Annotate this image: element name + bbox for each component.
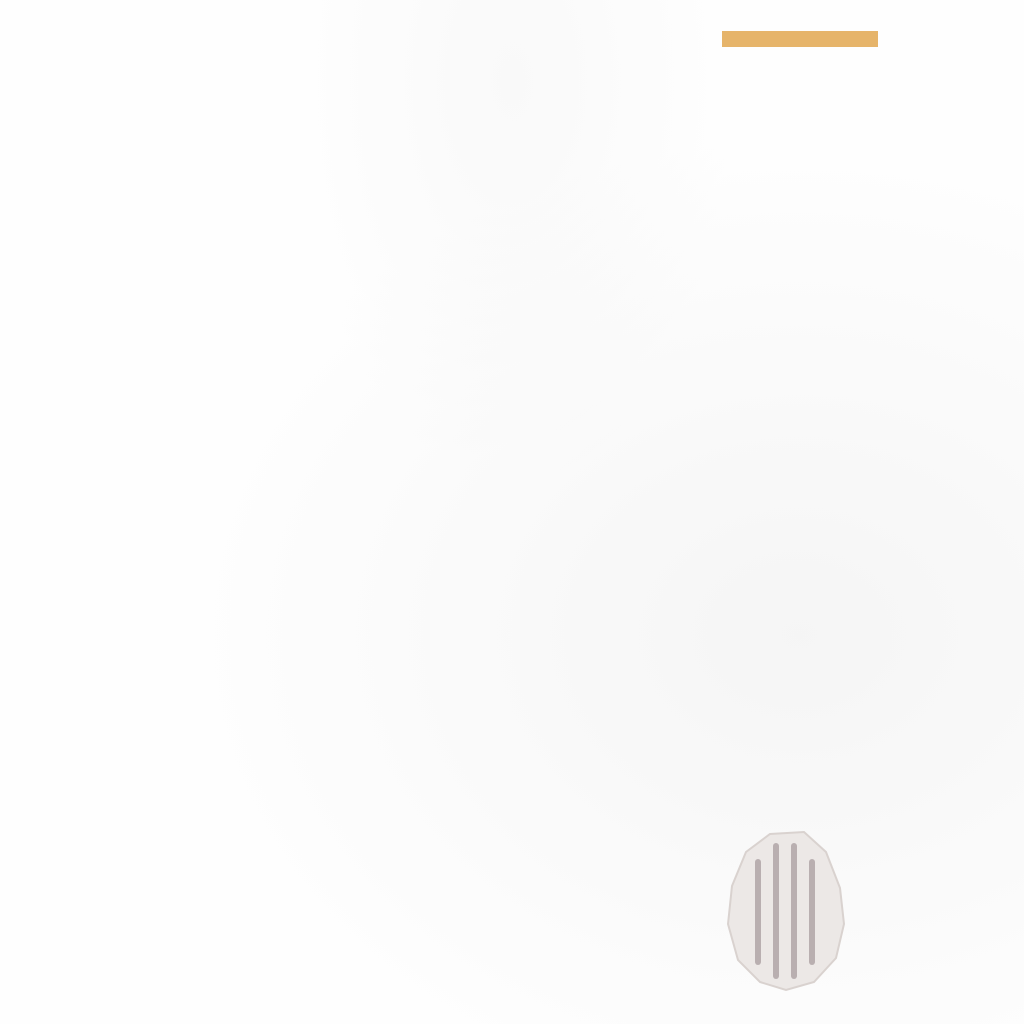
egg-stripes xyxy=(755,843,815,979)
egg-shape xyxy=(726,830,846,992)
striped-egg-graphic xyxy=(726,830,846,992)
progress-bar xyxy=(722,31,878,47)
striped-egg-icon[interactable] xyxy=(726,828,846,992)
progress-bar-fill xyxy=(722,31,878,47)
